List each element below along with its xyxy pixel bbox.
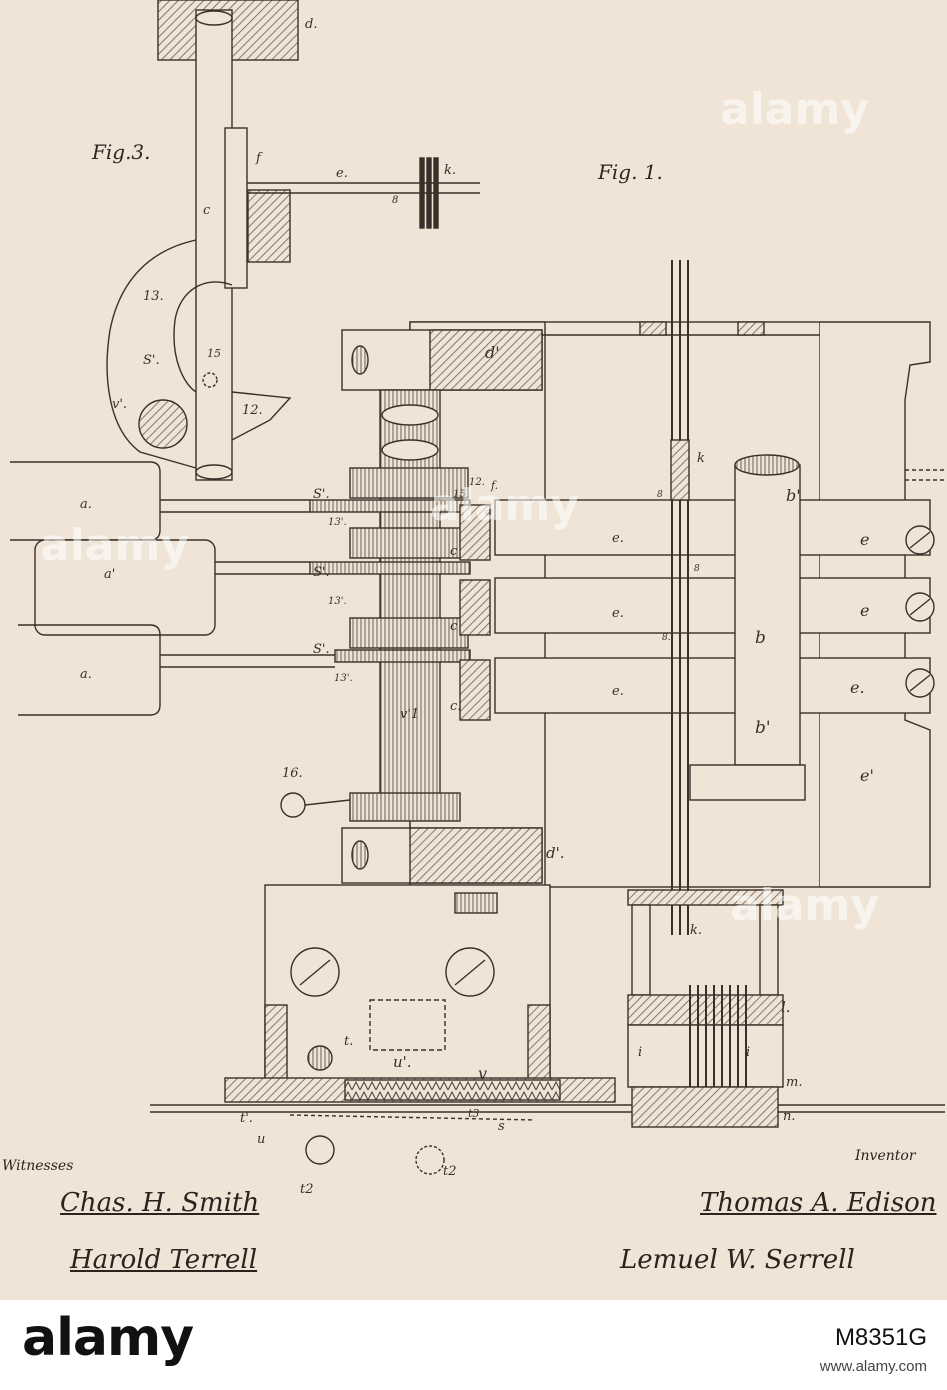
label-8-1: 8 xyxy=(657,491,663,500)
alamy-logo: alamy xyxy=(22,1308,193,1368)
label-m: m. xyxy=(786,1076,802,1089)
label-s-3: S'. xyxy=(313,643,330,656)
attorney-signature: Lemuel W. Serrell xyxy=(620,1245,855,1275)
label-t2-left: t2 xyxy=(300,1183,314,1196)
label-e-2: e. xyxy=(612,607,624,620)
label-8: 8 xyxy=(392,196,398,206)
label-16: 16. xyxy=(282,767,303,780)
label-t3: t3 xyxy=(468,1108,479,1119)
label-e-3: e. xyxy=(612,685,624,698)
label-i-left: i xyxy=(638,1046,642,1059)
label-a-bot: a. xyxy=(80,668,92,681)
label-c: c xyxy=(203,204,210,217)
label-15: 15 xyxy=(207,348,221,359)
figure-3-title: Fig.3. xyxy=(92,140,151,164)
label-s-low: s xyxy=(498,1120,505,1133)
label-t2-right: t2 xyxy=(443,1165,457,1178)
label-e-1: e. xyxy=(612,532,624,545)
inventor-signature: Thomas A. Edison xyxy=(700,1188,937,1218)
label-13-prime-1: 13'. xyxy=(328,518,347,528)
stock-image-id: M8351G xyxy=(835,1324,927,1352)
patent-drawing xyxy=(0,0,947,1300)
witnesses-caption: Witnesses xyxy=(2,1158,73,1174)
patent-drawing-plate: Fig.3. Fig. 1. d. f e. k. 8 c 13. S'. 15… xyxy=(0,0,947,1300)
label-n: n. xyxy=(783,1110,796,1123)
label-b: b xyxy=(755,630,766,647)
inventor-caption: Inventor xyxy=(855,1148,916,1164)
label-a-top: a. xyxy=(80,498,92,511)
label-d-prime-top: d' xyxy=(485,345,500,361)
label-c-1: c xyxy=(450,545,457,558)
label-i-right: i xyxy=(746,1046,750,1059)
label-l: l. xyxy=(781,1000,791,1015)
label-b-prime-bot: b' xyxy=(755,720,771,737)
label-v: v xyxy=(478,1066,487,1082)
label-e-prime: e' xyxy=(860,768,874,784)
label-8-3: 8 xyxy=(694,565,700,574)
label-b-prime-top: b' xyxy=(786,488,801,504)
label-k-mid: k xyxy=(697,452,705,465)
label-15-1: 15. xyxy=(453,490,469,500)
label-13-prime-2: 13'. xyxy=(328,597,347,607)
label-t-prime: t'. xyxy=(240,1112,253,1125)
label-t: t. xyxy=(344,1035,353,1048)
label-12-1: 12. xyxy=(469,478,485,488)
label-k-bot: k. xyxy=(690,924,702,937)
label-12: 12. xyxy=(242,404,263,417)
label-k: k. xyxy=(444,164,456,177)
label-f-1: f. xyxy=(491,480,498,491)
label-c-3: c. xyxy=(450,700,461,713)
witness-signature-1: Chas. H. Smith xyxy=(60,1188,259,1218)
label-e-right-3: e. xyxy=(850,680,865,696)
label-13: 13. xyxy=(143,290,164,303)
witness-signature-2: Harold Terrell xyxy=(70,1245,257,1275)
label-u-prime: u'. xyxy=(393,1055,412,1070)
figure-1-title: Fig. 1. xyxy=(598,160,663,184)
label-8-2: 8. xyxy=(662,634,671,643)
stock-website: www.alamy.com xyxy=(820,1358,927,1375)
label-s-1: S'. xyxy=(313,488,330,501)
label-13-prime-3: 13'. xyxy=(334,674,353,684)
label-c-2: c xyxy=(450,620,457,633)
label-s-prime: S'. xyxy=(143,354,160,367)
label-d: d. xyxy=(305,18,317,31)
label-v-prime: v'. xyxy=(112,398,127,411)
label-e: e. xyxy=(336,167,348,180)
label-s-2: S'. xyxy=(313,566,330,579)
label-f: f xyxy=(256,152,261,165)
figure-1-assembly xyxy=(10,260,945,1174)
label-d-prime-bot: d'. xyxy=(546,846,565,861)
label-e-right-1: e xyxy=(860,532,869,548)
label-e-right-2: e xyxy=(860,603,869,619)
label-u: u xyxy=(257,1133,265,1146)
label-a-prime: a' xyxy=(104,568,115,581)
label-v-shaft: v'1 xyxy=(400,708,419,721)
